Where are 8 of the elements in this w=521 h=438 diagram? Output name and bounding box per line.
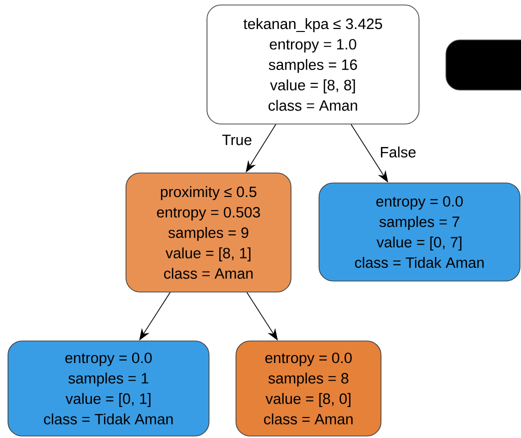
edge-label: True [222, 134, 252, 146]
tree-node-box: entropy = 0.0 samples = 8 value = [8, 0] class = Aman [236, 340, 382, 436]
tree-node-box: entropy = 0.0 samples = 7 value = [0, 7] class = Tidak Aman [318, 182, 520, 282]
tree-node-box: tekanan_kpa ≤ 3.425 entropy = 1.0 samples = 16 value = [8, 8] class = Aman [206, 4, 420, 124]
edge-label: False [380, 146, 416, 158]
tree-node-box: entropy = 0.0 samples = 1 value = [0, 1] class = Tidak Aman [8, 340, 210, 436]
tree-node-box: proximity ≤ 0.5 entropy = 0.503 samples = 9 value = [8, 1] class = Aman [126, 172, 292, 292]
empty-box [446, 40, 521, 90]
